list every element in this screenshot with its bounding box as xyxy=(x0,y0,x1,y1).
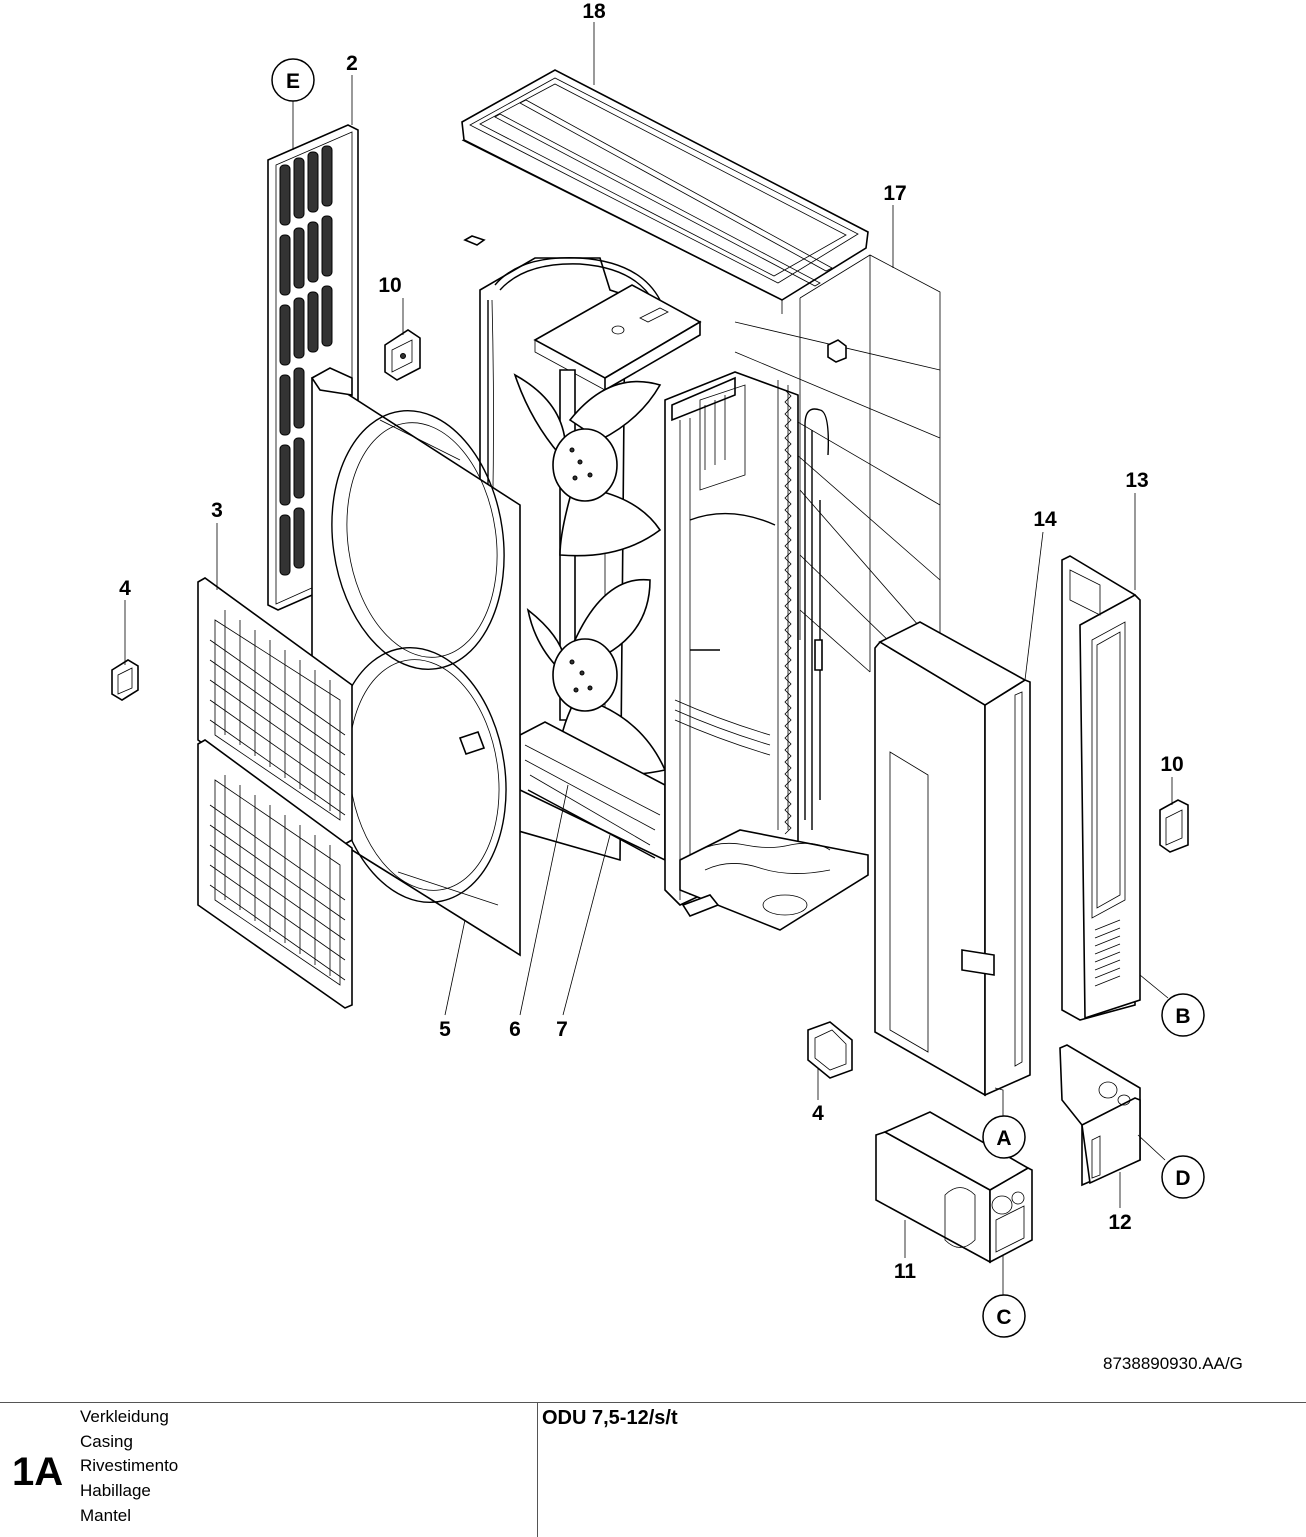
name-french: Habillage xyxy=(80,1481,151,1501)
circle-B: B xyxy=(1161,993,1205,1037)
name-dutch: Mantel xyxy=(80,1505,132,1525)
model-designation: ODU 7,5-12/s/t xyxy=(542,1407,678,1429)
clip-4-lower xyxy=(807,1021,853,1079)
footer-separator xyxy=(0,1402,1306,1403)
callout-11: 11 xyxy=(894,1260,917,1283)
callout-12: 12 xyxy=(1108,1211,1131,1234)
circle-A-label: A xyxy=(996,1127,1011,1150)
callout-18: 18 xyxy=(582,0,606,23)
upper-fan xyxy=(513,373,662,557)
name-german: Verkleidung xyxy=(80,1407,169,1426)
circle-C: C xyxy=(982,1294,1026,1338)
callout-4-left: 4 xyxy=(119,577,131,600)
footer-column-divider xyxy=(537,1402,538,1537)
side-door-panel xyxy=(874,621,1031,1097)
circle-E: E xyxy=(271,58,315,102)
circle-A: A xyxy=(982,1115,1026,1159)
callout-7: 7 xyxy=(556,1018,568,1041)
callout-10-lower: 10 xyxy=(1160,753,1183,776)
rear-wire-grille xyxy=(734,254,941,677)
front-panel-fan-openings xyxy=(310,367,521,957)
callout-4-lower: 4 xyxy=(812,1102,824,1125)
circle-D-label: D xyxy=(1175,1167,1190,1190)
bracket-10-upper xyxy=(384,329,421,381)
right-side-panel xyxy=(1061,555,1141,1021)
leader-lines xyxy=(124,22,1173,1296)
top-cover-panel xyxy=(461,69,869,314)
callout-2: 2 xyxy=(346,52,358,75)
screw xyxy=(463,235,486,246)
callout-3: 3 xyxy=(211,499,223,522)
name-italian: Rivestimento xyxy=(80,1456,179,1476)
sheet-code: 1A xyxy=(12,1450,64,1494)
name-english: Casing xyxy=(80,1431,133,1451)
document-number: 8738890930.AA/G xyxy=(1103,1354,1243,1373)
circle-E-label: E xyxy=(286,70,300,93)
fan-guard-mesh xyxy=(209,610,346,981)
circle-D: D xyxy=(1161,1155,1205,1199)
bracket-10-lower xyxy=(1159,799,1189,853)
callout-17: 17 xyxy=(883,182,906,205)
callout-6: 6 xyxy=(509,1018,521,1041)
circle-B-label: B xyxy=(1175,1005,1190,1028)
small-connector xyxy=(827,339,847,363)
control-box-and-coil xyxy=(664,371,869,931)
callout-14: 14 xyxy=(1033,508,1057,531)
exploded-view-drawing: E A B C D 18 2 17 10 13 14 3 4 10 5 6 7 … xyxy=(111,0,1205,1338)
callout-10-upper: 10 xyxy=(378,274,401,297)
callout-13: 13 xyxy=(1125,469,1148,492)
circle-C-label: C xyxy=(996,1306,1011,1329)
front-fan-guards xyxy=(197,577,353,1009)
callout-5: 5 xyxy=(439,1018,451,1041)
clip-4-left xyxy=(111,659,139,701)
lower-front-cover xyxy=(875,1111,1033,1264)
valve-cover-bracket xyxy=(1059,1044,1141,1187)
part-name-translations: Verkleidung Casing Rivestimento Habillag… xyxy=(80,1405,178,1529)
